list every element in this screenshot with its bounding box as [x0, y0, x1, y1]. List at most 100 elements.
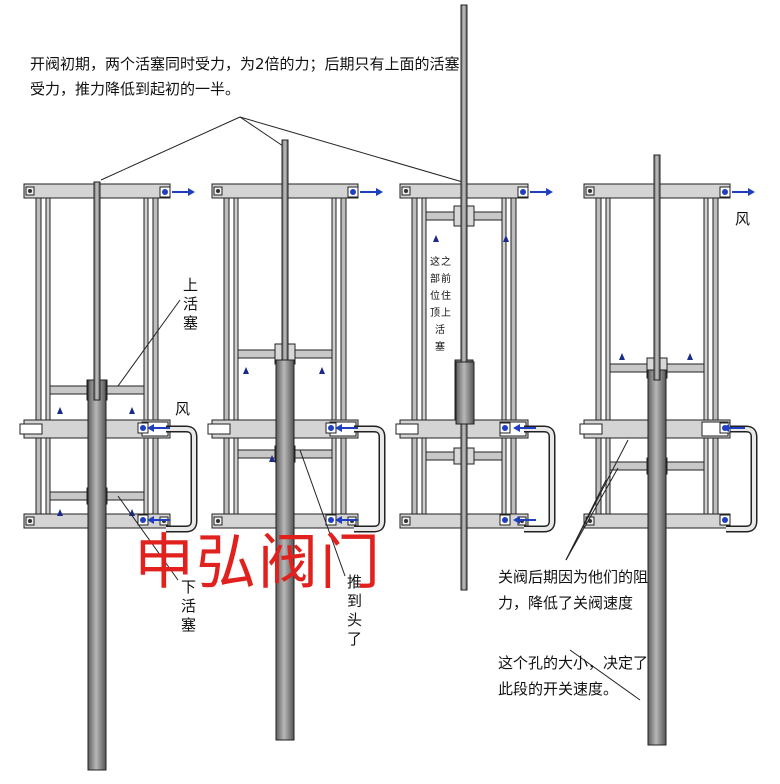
left-tie-rod-lower — [223, 437, 230, 515]
note-pointer-lines — [100, 116, 467, 184]
pressure-marker — [687, 353, 693, 360]
pressure-marker — [619, 353, 625, 360]
bypass-pipe-inner — [354, 427, 384, 531]
air-fitting — [325, 422, 337, 434]
air-fitting — [499, 514, 511, 526]
right-tie-rod-upper — [510, 197, 517, 421]
top-left-bolt — [213, 186, 223, 196]
left-tie-rod-upper — [35, 197, 42, 421]
bottom-left-bolt — [25, 516, 35, 526]
unit-1-opening-start — [19, 181, 198, 771]
middle-left-port — [395, 423, 419, 435]
air-fitting — [499, 422, 511, 434]
air-fitting — [719, 186, 731, 198]
air-arrow-in — [147, 424, 170, 432]
top-left-bolt — [25, 186, 35, 196]
air-fitting — [719, 514, 731, 526]
lower-piston-label: 下活塞 — [181, 578, 197, 634]
right-cylinder-wall-upper — [331, 197, 337, 421]
bottom-left-bolt — [401, 516, 411, 526]
right-tie-rod-upper — [340, 197, 347, 421]
air-fitting — [325, 514, 337, 526]
piston-rod — [281, 139, 289, 361]
left-cylinder-wall-upper — [605, 197, 611, 421]
right-cylinder-wall-lower — [143, 437, 149, 515]
left-tie-rod-lower — [35, 437, 42, 515]
middle-left-port — [207, 423, 231, 435]
brand-watermark: 申弘阀门 — [134, 528, 382, 598]
air-arrow-out — [172, 188, 195, 196]
right-tie-rod-upper — [152, 197, 159, 421]
left-tie-rod-upper — [595, 197, 602, 421]
piston-rod — [653, 154, 661, 381]
air-fitting — [137, 422, 149, 434]
right-cylinder-wall-lower — [331, 437, 337, 515]
right-tie-rod-lower — [152, 437, 159, 515]
label-pointers — [117, 299, 641, 701]
left-cylinder-wall-upper — [421, 197, 427, 421]
air-arrow-in — [335, 516, 358, 524]
left-tie-rod-lower — [411, 437, 418, 515]
left-cylinder-wall-lower — [421, 437, 427, 515]
before-contact-col2: 这部 — [430, 257, 440, 285]
pressure-marker — [57, 407, 63, 414]
unit-3-sleeve-segment — [455, 361, 475, 425]
before-contact-col4: 住上 — [441, 291, 451, 319]
left-cylinder-wall-upper — [45, 197, 51, 421]
wind-label-left: 风 — [175, 400, 191, 418]
right-cylinder-wall-upper — [703, 197, 709, 421]
air-arrow-out — [732, 188, 755, 196]
right-cylinder-wall-lower — [501, 437, 507, 515]
before-contact-col5: 活塞 — [435, 325, 445, 353]
pushed-to-end-label: 推到头了 — [347, 573, 363, 648]
right-tie-rod-lower — [510, 437, 517, 515]
air-arrow-in — [335, 424, 358, 432]
hollow-rod — [647, 369, 667, 746]
right-cylinder-wall-upper — [143, 197, 149, 421]
air-arrow-out — [360, 188, 383, 196]
right-tie-rod-lower — [712, 437, 719, 515]
piston-rod — [93, 181, 101, 401]
air-arrow-out — [530, 188, 553, 196]
air-arrow-in — [147, 516, 170, 524]
right-tie-rod-lower — [340, 437, 347, 515]
pressure-marker — [503, 235, 509, 242]
bypass-pipe-inner — [726, 427, 756, 531]
right-cylinder-wall-lower — [703, 437, 709, 515]
left-tie-rod-upper — [223, 197, 230, 421]
pressure-marker — [57, 509, 63, 516]
middle-left-port — [579, 423, 603, 435]
right-cylinder-wall-upper — [501, 197, 507, 421]
closing-note: 关阀后期因为他们的阻力，降低了关阀速度 — [498, 568, 649, 612]
air-arrow-in — [722, 424, 745, 432]
before-contact-col3: 位顶 — [430, 291, 440, 319]
bypass-pipe-inner — [166, 427, 196, 531]
unit-2-pushed-to-end — [207, 139, 386, 741]
air-fitting — [347, 186, 359, 198]
pressure-marker — [319, 367, 325, 374]
upper-piston-label: 上活塞 — [183, 276, 199, 332]
unit-4-closing — [579, 154, 758, 746]
before-contact-col1: 之前 — [441, 257, 451, 285]
right-tie-rod-upper — [712, 197, 719, 421]
left-cylinder-wall-upper — [233, 197, 239, 421]
left-tie-rod-upper — [411, 197, 418, 421]
hollow-rod — [87, 379, 107, 771]
pressure-marker — [269, 455, 275, 462]
air-fitting — [517, 186, 529, 198]
hole-note: 这个孔的大小，决定了此段的开关速度。 — [498, 654, 649, 698]
air-fitting — [159, 186, 171, 198]
top-left-bolt — [585, 186, 595, 196]
air-arrow-in — [513, 516, 536, 524]
bypass-pipe-inner — [524, 427, 554, 531]
pressure-marker — [129, 407, 135, 414]
air-fitting — [137, 514, 149, 526]
top-note: 开阀初期，两个活塞同时受力，为2倍的力；后期只有上面的活塞受力，推力降低到起初的… — [30, 55, 460, 98]
piston-rod — [460, 4, 468, 591]
air-arrow-in — [513, 424, 536, 432]
middle-left-port — [19, 423, 43, 435]
bottom-left-bolt — [213, 516, 223, 526]
left-cylinder-wall-lower — [45, 437, 51, 515]
